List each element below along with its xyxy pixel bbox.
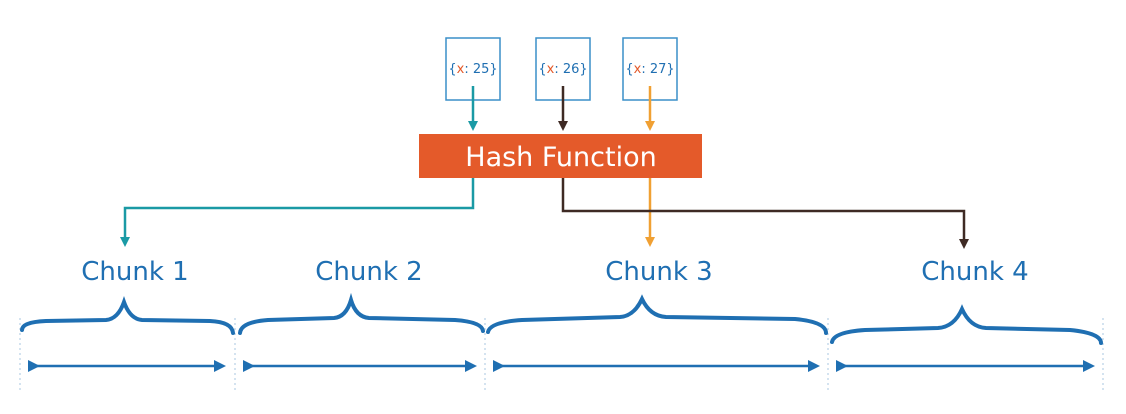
doc-3-close-brace: } [666,62,674,77]
chunk-4-label: Chunk 4 [921,257,1028,287]
doc-2-sep: : [554,62,563,77]
doc-1-sep: : [464,62,473,77]
doc-3-sep: : [641,62,650,77]
chunk-4-brace [830,304,1103,345]
doc-3-value: 27 [650,62,667,77]
arrow-hash-to-chunk-1 [120,178,475,247]
chunk-3-label: Chunk 3 [605,257,712,287]
svg-text:{x: 27}: {x: 27} [625,62,674,77]
chunk-boundaries [19,318,1104,392]
chunk-2-label: Chunk 2 [315,257,422,287]
doc-1-close-brace: } [489,62,497,77]
arrow-hash-to-chunk-4 [561,178,969,249]
chunk-1-label: Chunk 1 [81,257,188,287]
chunk-1-brace [20,295,235,335]
doc-2-open-brace: { [538,62,546,77]
hash-function-label: Hash Function [465,142,656,173]
doc-1-value: 25 [473,62,490,77]
hash-function-box: Hash Function [419,134,702,178]
svg-text:{x: 26}: {x: 26} [538,62,587,77]
doc-2-key: x [547,62,555,77]
doc-2-value: 26 [563,62,580,77]
chunk-2-brace [238,292,485,335]
doc-3-open-brace: { [625,62,633,77]
doc-3-key: x [634,62,642,77]
doc-2-close-brace: } [579,62,587,77]
svg-text:{x: 25}: {x: 25} [448,62,497,77]
doc-1-key: x [457,62,465,77]
doc-1-open-brace: { [448,62,456,77]
chunk-3-brace [486,294,828,335]
